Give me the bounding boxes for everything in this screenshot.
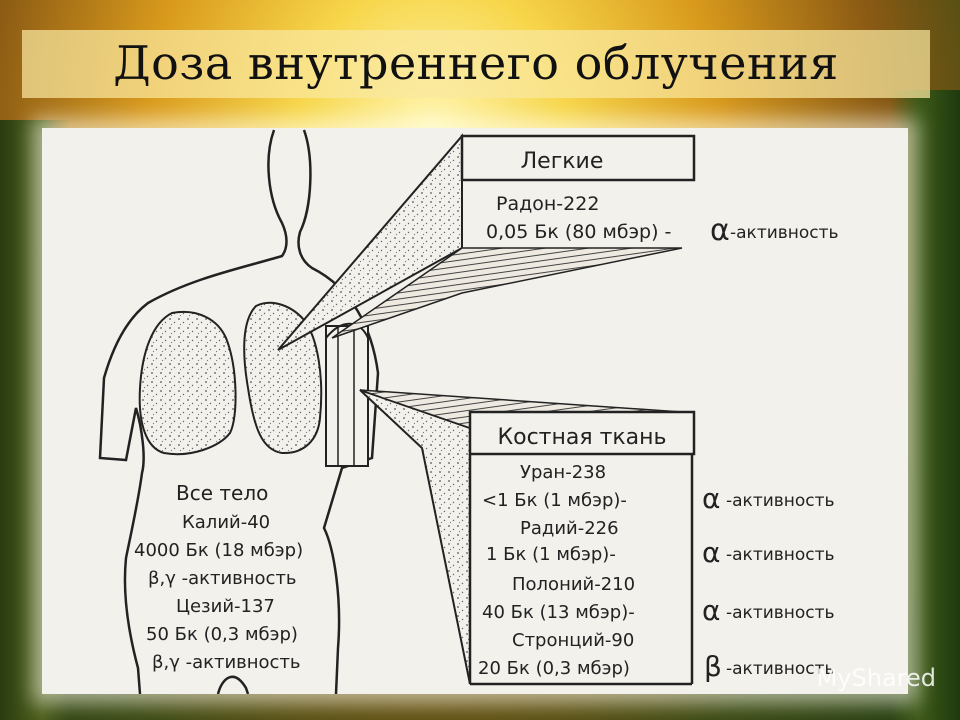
bone-row-4-activity: -активность: [726, 659, 835, 679]
bone-row-2-nuclide: Радий-226: [520, 518, 619, 539]
title-bar: Доза внутреннего облучения: [22, 30, 930, 98]
body-diagram-svg: Легкие Радон-222 0,05 Бк (80 мбэр) - α -…: [98, 129, 839, 694]
bone-row-3-greek: α: [702, 594, 720, 627]
lungs-nuclide: Радон-222: [496, 193, 599, 215]
lungs-heading: Легкие: [521, 149, 604, 174]
bone-row-3-dose: 40 Бк (13 мбэр)-: [482, 602, 635, 623]
bone-row-2-dose: 1 Бк (1 мбэр)-: [486, 544, 616, 565]
bone-row-4-dose: 20 Бк (0,3 мбэр): [478, 658, 630, 679]
bone-callout-wedge: [359, 389, 471, 685]
bone-row-1-greek: α: [702, 482, 720, 515]
diagram-figure: Легкие Радон-222 0,05 Бк (80 мбэр) - α -…: [42, 128, 908, 694]
lungs-callout-hatch: [331, 247, 683, 339]
body-heading: Все тело: [176, 481, 268, 505]
lungs-heading-box: [460, 134, 696, 182]
bone-row-3-nuclide: Полоний-210: [512, 574, 635, 595]
bone-row-1-dose: <1 Бк (1 мбэр)-: [482, 490, 627, 511]
body-activity-2: β,γ -активность: [152, 652, 301, 673]
bone-row-3-activity: -активность: [726, 603, 835, 623]
body-nuclide-1: Калий-40: [182, 512, 270, 533]
bone-row-1-activity: -активность: [726, 491, 835, 511]
slide-title: Доза внутреннего облучения: [113, 36, 839, 90]
bone-row-2-activity: -активность: [726, 545, 835, 565]
bone-row-4-nuclide: Стронций-90: [512, 630, 634, 651]
body-dose-2: 50 Бк (0,3 мбэр): [146, 624, 298, 645]
lung-left: [138, 310, 237, 456]
watermark-text: MyShared: [816, 664, 936, 692]
lungs-activity: -активность: [730, 223, 839, 243]
lungs-dose: 0,05 Бк (80 мбэр) -: [486, 221, 671, 243]
body-nuclide-2: Цезий-137: [176, 596, 275, 617]
body-dose-1: 4000 Бк (18 мбэр): [134, 540, 303, 561]
bone-row-1-nuclide: Уран-238: [520, 462, 606, 483]
body-activity-1: β,γ -активность: [148, 568, 297, 589]
bone-row-4-greek: β: [704, 650, 722, 683]
bone-heading: Костная ткань: [497, 425, 666, 450]
bone-row-2-greek: α: [702, 536, 720, 569]
bone-heading-box: [468, 410, 696, 456]
spine: [325, 322, 369, 467]
lungs-greek: α: [710, 213, 730, 248]
